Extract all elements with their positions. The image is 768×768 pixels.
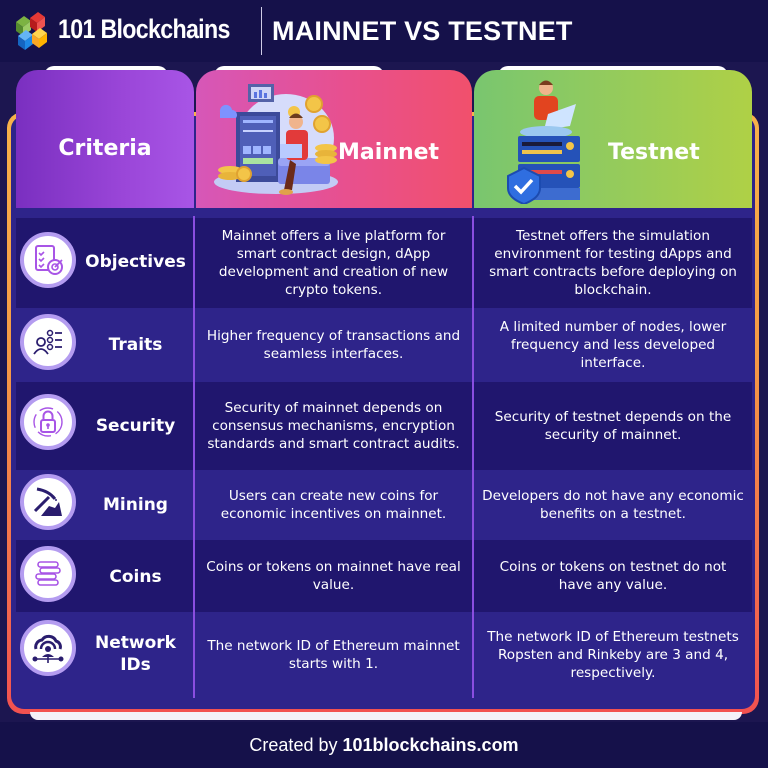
footer-credit: Created by 101blockchains.com	[0, 722, 768, 768]
testnet-cell: Security of testnet depends on the secur…	[494, 409, 732, 443]
criteria-cell: Mining	[16, 470, 193, 540]
criteria-cell: Security	[16, 382, 193, 470]
mainnet-cell: Mainnet offers a live platform for smart…	[218, 228, 449, 298]
criteria-cell: Network IDs	[16, 612, 193, 698]
testnet-cell: Coins or tokens on testnet do not have a…	[499, 559, 727, 593]
mainnet-header-label: Mainnet	[338, 140, 440, 165]
checklist-target-icon	[20, 232, 76, 288]
mainnet-cell: Security of mainnet depends on consensus…	[207, 400, 460, 452]
criteria-label: Objectives	[85, 252, 186, 272]
person-laptop-bitcoin-server-illustration	[214, 84, 338, 195]
testnet-cell: A limited number of nodes, lower frequen…	[499, 319, 727, 371]
table-row-security: Security Security of mainnet depends on …	[16, 382, 752, 470]
table-row-network-ids: Network IDs The network ID of Ethereum m…	[16, 612, 752, 698]
brand-name: 101 Blockchains	[58, 14, 230, 44]
testnet-cell: Testnet offers the simulation environmen…	[489, 228, 737, 298]
pickaxe-icon	[20, 474, 76, 530]
header-divider	[261, 7, 262, 55]
criteria-label: Security	[95, 416, 176, 436]
testnet-header-label: Testnet	[608, 140, 700, 165]
person-laptop-server-shield-illustration	[507, 80, 580, 204]
criteria-cell: Objectives	[16, 218, 193, 308]
mainnet-cell: The network ID of Ethereum mainnet start…	[207, 638, 460, 672]
column-divider-left	[193, 216, 195, 698]
page-title: MAINNET VS TESTNET	[272, 16, 573, 46]
criteria-cell: Coins	[16, 540, 193, 612]
criteria-cell: Traits	[16, 308, 193, 382]
cube-cluster-logo-icon	[16, 12, 47, 50]
table-row-objectives: Objectives Mainnet offers a live platfor…	[16, 218, 752, 308]
footer-prefix: Created by	[249, 735, 343, 755]
criteria-label: Mining	[103, 495, 168, 515]
padlock-icon	[20, 394, 76, 450]
user-checklist-icon	[20, 314, 76, 370]
criteria-header-label: Criteria	[58, 136, 152, 161]
coin-stack-icon	[20, 546, 76, 602]
mainnet-header-card: Mainnet	[196, 70, 472, 208]
column-divider-right	[472, 216, 474, 698]
header-bar: 101 Blockchains MAINNET VS TESTNET	[0, 0, 768, 62]
mainnet-cell: Users can create new coins for economic …	[220, 488, 447, 522]
table-row-coins: Coins Coins or tokens on mainnet have re…	[16, 540, 752, 612]
frame-shadow	[30, 712, 742, 720]
criteria-label: Coins	[109, 567, 162, 587]
criteria-header-card: Criteria	[16, 70, 194, 208]
criteria-label: Network IDs	[95, 633, 176, 675]
table-row-mining: Mining Users can create new coins for ec…	[16, 470, 752, 540]
testnet-cell: The network ID of Ethereum testnets Rops…	[487, 629, 739, 681]
table-row-traits: Traits Higher frequency of transactions …	[16, 308, 752, 382]
testnet-header-card: Testnet	[474, 70, 752, 208]
footer-link[interactable]: 101blockchains.com	[342, 735, 519, 755]
mainnet-cell: Higher frequency of transactions and sea…	[206, 328, 461, 362]
testnet-cell: Developers do not have any economic bene…	[482, 488, 744, 522]
network-cloud-icon	[20, 620, 76, 676]
mainnet-cell: Coins or tokens on mainnet have real val…	[206, 559, 461, 593]
criteria-label: Traits	[108, 335, 163, 355]
